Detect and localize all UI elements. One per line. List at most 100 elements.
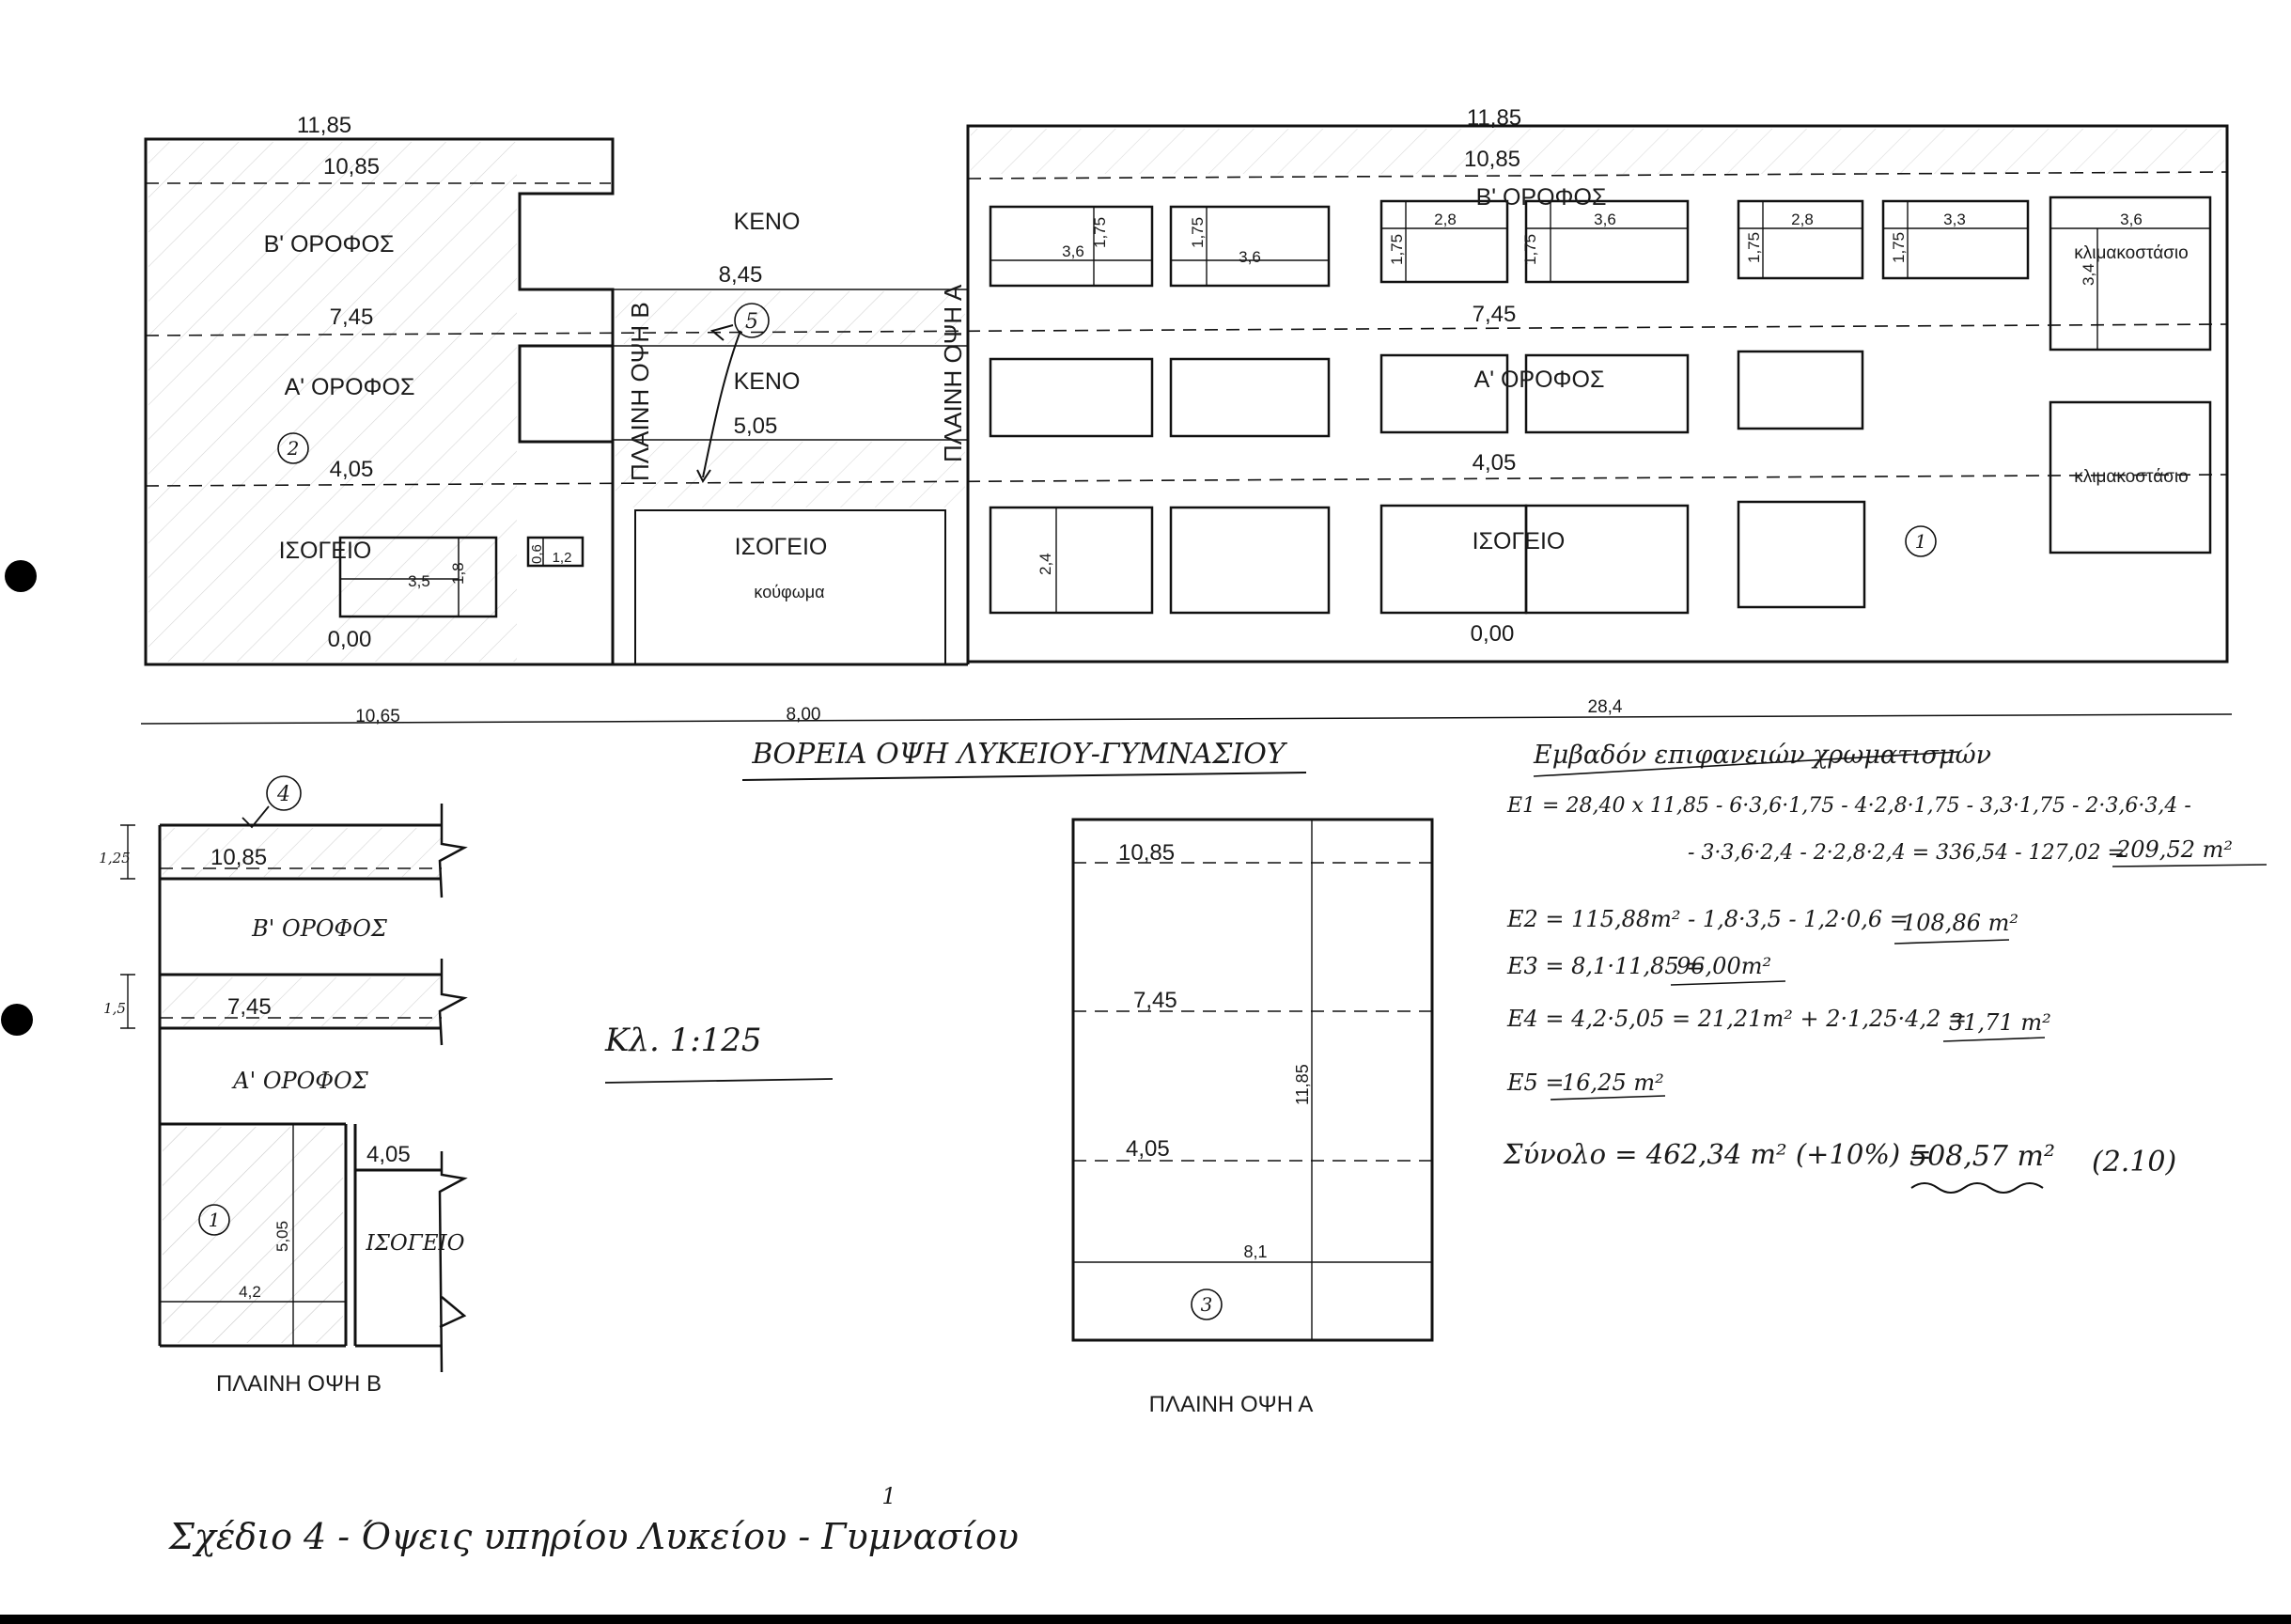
binder-hole-bottom xyxy=(1,1004,33,1036)
dim-stair-h: 3,4 xyxy=(2080,263,2097,286)
dim-win-f-h: 1,75 xyxy=(1890,232,1908,263)
side-a-caption: ΠΛΑΙΝΗ ΟΨΗ Α xyxy=(1149,1392,1314,1417)
floor-b-left: Β' ΟΡΟΦΟΣ xyxy=(264,231,395,258)
windows-floor-a xyxy=(989,350,2212,554)
side-view-b-labels: 4 1,25 1,5 10,85 Β' ΟΡΟΦΟΣ 7,45 Α' ΟΡΟΦΟ… xyxy=(99,775,465,1397)
calc-e2-result: 108,86 m² xyxy=(1902,910,2018,936)
windows-floor-b xyxy=(989,195,2212,351)
side-b-circle-1 xyxy=(198,1204,230,1236)
dim-1-5: 1,5 xyxy=(103,1000,126,1017)
calc-equation-number: (2.10) xyxy=(2092,1146,2176,1179)
calc-e4: Ε4 = 4,2·5,05 = 21,21m² + 2·1,25·4,2 = xyxy=(1506,1006,1967,1032)
footer-caption: Σχέδιο 4 - Όψεις υπηρίου Λυκείου - Γυμνα… xyxy=(167,1516,1019,1557)
page-mark: 1 xyxy=(881,1483,896,1509)
dim-mid-width: 8,00 xyxy=(787,705,821,725)
mid-low-level: 5,05 xyxy=(734,414,778,439)
circle-marker-4-label: 4 xyxy=(276,783,290,806)
stair-window-bottom xyxy=(2049,400,2212,554)
circle-marker-2 xyxy=(277,432,309,464)
level-b-right: 10,85 xyxy=(1464,147,1520,172)
circle-marker-4 xyxy=(266,775,302,811)
frame-label: κούφωμα xyxy=(754,583,824,601)
side-a-level-1085: 10,85 xyxy=(1118,840,1175,866)
level-0-left: 0,00 xyxy=(328,627,372,652)
side-b-vertical-label: ΠΛΑΙΝΗ ΟΨΗ Β xyxy=(626,302,654,481)
dim-win-b-w: 3,6 xyxy=(1239,248,1261,266)
side-a-level-405: 4,05 xyxy=(1126,1136,1170,1162)
calc-e3: Ε3 = 8,1·11,85 = xyxy=(1506,953,1705,979)
circle-marker-3-label: 3 xyxy=(1201,1293,1213,1316)
side-a-width: 8,1 xyxy=(1243,1242,1267,1261)
side-b-ground: ΙΣΟΓΕΙΟ xyxy=(366,1231,465,1256)
level-top-left: 11,85 xyxy=(297,113,351,138)
calc-e3-result: 96,00m² xyxy=(1676,953,1771,979)
side-b-level-745: 7,45 xyxy=(227,994,272,1020)
dim-stair-w: 3,6 xyxy=(2120,211,2143,228)
dim-win-d-w: 3,6 xyxy=(1594,211,1616,228)
right-building-outline xyxy=(966,124,2229,664)
calc-e4-result: 31,71 m² xyxy=(1949,1009,2051,1036)
scale-underline xyxy=(604,1078,834,1084)
side-b-floor-a: Α' ΟΡΟΦΟΣ xyxy=(231,1068,368,1094)
stair-label-bottom: κλιμακοστάσιο xyxy=(2074,467,2188,487)
calc-e5: Ε5 = xyxy=(1506,1070,1565,1096)
dim-win-small-w: 1,2 xyxy=(553,550,572,566)
void-top: ΚΕΝΟ xyxy=(734,209,801,235)
void-middle: ΚΕΝΟ xyxy=(734,368,801,395)
scale-label: Κλ. 1:125 xyxy=(604,1022,762,1059)
dim-left-width: 10,65 xyxy=(355,707,400,726)
side-b-dim-505: 5,05 xyxy=(273,1221,291,1252)
calc-total: Σύνολο = 462,34 m² (+10%) = xyxy=(1503,1138,1932,1170)
circle-marker-5-label: 5 xyxy=(745,310,758,334)
side-b-circle-1-label: 1 xyxy=(209,1209,221,1231)
north-elevation xyxy=(144,124,2229,666)
circle-marker-3 xyxy=(1191,1288,1223,1320)
level-a-right: 7,45 xyxy=(1473,302,1517,327)
level-g-right: 4,05 xyxy=(1473,450,1517,476)
level-0-right: 0,00 xyxy=(1471,621,1515,647)
dim-win-a-h: 1,75 xyxy=(1091,217,1109,248)
dim-win-c-w: 2,8 xyxy=(1434,211,1457,228)
stair-label-top: κλιμακοστάσιο xyxy=(2074,243,2188,263)
title-underline xyxy=(741,772,1307,781)
drawing-title: ΒΟΡΕΙΑ ΟΨΗ ΛΥΚΕΙΟΥ-ΓΥΜΝΑΣΙΟΥ xyxy=(751,738,1287,771)
side-b-level-405: 4,05 xyxy=(366,1142,411,1167)
dim-win-a-w: 3,6 xyxy=(1062,242,1084,260)
pointer-arrow xyxy=(702,330,741,478)
calc-total-result: 508,57 m² xyxy=(1909,1140,2055,1173)
calc-heading: Εμβαδόν επιφανειών χρωματισμών xyxy=(1533,741,1991,770)
side-b-floor-b: Β' ΟΡΟΦΟΣ xyxy=(251,915,388,942)
calc-e1-result: 209,52 m² xyxy=(2115,836,2233,863)
binder-hole-top xyxy=(5,560,37,592)
dim-win-f-w: 3,3 xyxy=(1943,211,1966,228)
floor-a-left: Α' ΟΡΟΦΟΣ xyxy=(285,374,415,400)
dim-win-g-h: 2,4 xyxy=(1036,553,1054,575)
circle-marker-1-label: 1 xyxy=(1915,530,1927,553)
left-building-hatch xyxy=(148,142,517,662)
circle-marker-5 xyxy=(734,303,770,338)
calc-e1-line2: - 3·3,6·2,4 - 2·2,8·2,4 = 336,54 - 127,0… xyxy=(1688,841,2125,865)
side-a-vertical-label: ΠΛΑΙΝΗ ΟΨΗ Α xyxy=(939,284,967,462)
dim-win-e-h: 1,75 xyxy=(1745,232,1763,263)
dim-win-small-h: 0,6 xyxy=(529,544,545,564)
circle-marker-1 xyxy=(1905,525,1937,557)
floor-a-right: Α' ΟΡΟΦΟΣ xyxy=(1474,367,1605,393)
dim-right-width: 28,4 xyxy=(1588,697,1623,717)
side-b-caption: ΠΛΑΙΝΗ ΟΨΗ Β xyxy=(216,1371,382,1397)
level-a-left: 7,45 xyxy=(330,304,374,330)
ground-left: ΙΣΟΓΕΙΟ xyxy=(279,538,372,564)
level-g-left: 4,05 xyxy=(330,457,374,482)
side-view-a xyxy=(1071,818,1434,1342)
side-b-level-1085: 10,85 xyxy=(210,845,267,870)
ground-right: ΙΣΟΓΕΙΟ xyxy=(1473,528,1566,554)
windows-ground xyxy=(989,500,1866,615)
calc-e5-result: 16,25 m² xyxy=(1562,1070,1664,1096)
level-lines xyxy=(145,171,2228,487)
side-view-b xyxy=(120,804,468,1373)
circle-marker-2-label: 2 xyxy=(287,437,300,460)
calc-e1-line1: Ε1 = 28,40 x 11,85 - 6·3,6·1,75 - 4·2,8·… xyxy=(1506,794,2191,818)
side-a-level-745: 7,45 xyxy=(1133,988,1177,1013)
ground-mid: ΙΣΟΓΕΙΟ xyxy=(735,534,828,560)
